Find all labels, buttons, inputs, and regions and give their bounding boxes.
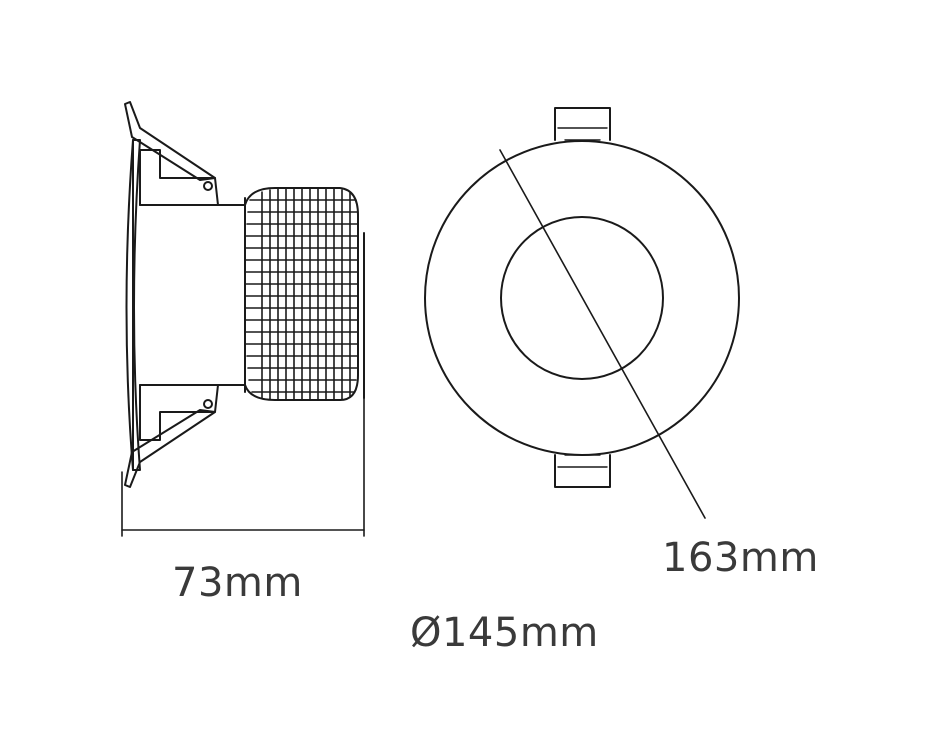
housing-body <box>139 197 246 393</box>
lower-screw <box>203 399 213 409</box>
lower-bracket <box>139 384 219 441</box>
upper-bracket <box>139 149 219 206</box>
light-aperture <box>500 216 664 380</box>
depth-label: 73mm <box>172 560 303 606</box>
upper-screw <box>203 181 213 191</box>
depth-dimension-line <box>121 397 365 537</box>
outer-diameter-label: 163mm <box>662 535 819 581</box>
heatsink <box>244 187 359 401</box>
trim-ring <box>125 139 141 471</box>
outer-diameter-line <box>499 149 706 519</box>
bottom-clip <box>554 454 611 488</box>
side-view <box>124 101 365 488</box>
cutout-diameter-label: Ø145mm <box>410 610 599 656</box>
bottom-spring-clip <box>124 409 216 488</box>
heatsink-fins <box>245 188 358 401</box>
top-clip <box>554 107 611 141</box>
